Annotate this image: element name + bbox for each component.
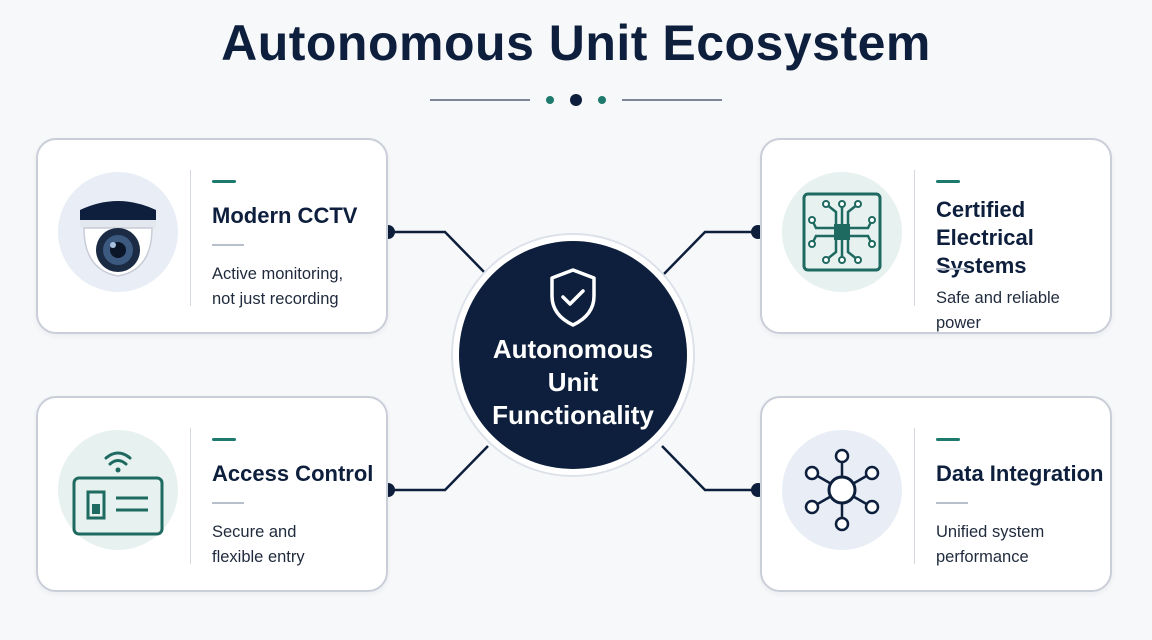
card-heading: Access Control [212, 461, 374, 486]
heading-rule [212, 502, 244, 504]
heading-line-2: Electrical Systems [936, 225, 1034, 278]
hub-label: Autonomous Unit Functionality [473, 333, 673, 432]
shield-check-icon [550, 268, 596, 327]
cctv-camera-icon [80, 201, 156, 277]
accent-bar [936, 438, 960, 441]
hub-label-line-1: Autonomous [492, 334, 654, 364]
description-line-2: performance [936, 548, 1029, 566]
divider-dot-center [570, 94, 582, 106]
card-heading: Certified Electrical Systems [936, 196, 1106, 280]
card-divider [914, 428, 915, 564]
card-description: Active monitoring, not just recording [212, 262, 384, 312]
card-modern-cctv: Modern CCTV Active monitoring, not just … [36, 138, 388, 334]
description-line-1: Unified system [936, 523, 1045, 541]
card-divider [914, 170, 915, 306]
electrical-icon-circle [782, 172, 902, 292]
page-title: Autonomous Unit Ecosystem [221, 15, 931, 71]
card-divider [190, 170, 191, 306]
heading-rule [936, 502, 968, 504]
card-description: Unified system performance [936, 520, 1108, 570]
accent-bar [212, 438, 236, 441]
hub-circle: Autonomous Unit Functionality [459, 241, 687, 469]
divider-dot-left [546, 96, 554, 104]
heading-line-1: Certified [936, 197, 1026, 222]
access-card-icon [72, 451, 164, 536]
card-access-control: Access Control Secure and flexible entry [36, 396, 388, 592]
card-heading: Modern CCTV [212, 203, 358, 228]
description-line-1: Active monitoring, [212, 265, 344, 283]
card-data-integration: Data Integration Unified system performa… [760, 396, 1112, 592]
description-line-1: Secure and [212, 523, 297, 541]
card-description: Secure and flexible entry [212, 520, 384, 570]
hub-label-line-3: Functionality [492, 400, 654, 430]
heading-rule [936, 268, 968, 270]
heading-rule [212, 244, 244, 246]
description-line-1: Safe and reliable power [936, 289, 1060, 332]
divider-dot-right [598, 96, 606, 104]
network-hub-icon [804, 448, 880, 532]
accent-bar [936, 180, 960, 183]
card-certified-electrical: Certified Electrical Systems Safe and re… [760, 138, 1112, 334]
connector-data [661, 445, 758, 492]
card-divider [190, 428, 191, 564]
description-line-2: flexible entry [212, 548, 305, 566]
connector-electrical [661, 230, 758, 277]
card-heading: Data Integration [936, 461, 1104, 486]
hub-label-line-2: Unit [547, 367, 599, 397]
title-divider [430, 94, 722, 106]
cctv-icon-circle [58, 172, 178, 292]
accent-bar [212, 180, 236, 183]
connector-cctv [388, 230, 489, 277]
description-line-2: not just recording [212, 290, 339, 308]
connector-access [388, 445, 489, 492]
data-icon-circle [782, 430, 902, 550]
access-icon-circle [58, 430, 178, 550]
card-description: Safe and reliable power [936, 286, 1108, 336]
circuit-chip-icon [802, 192, 882, 272]
